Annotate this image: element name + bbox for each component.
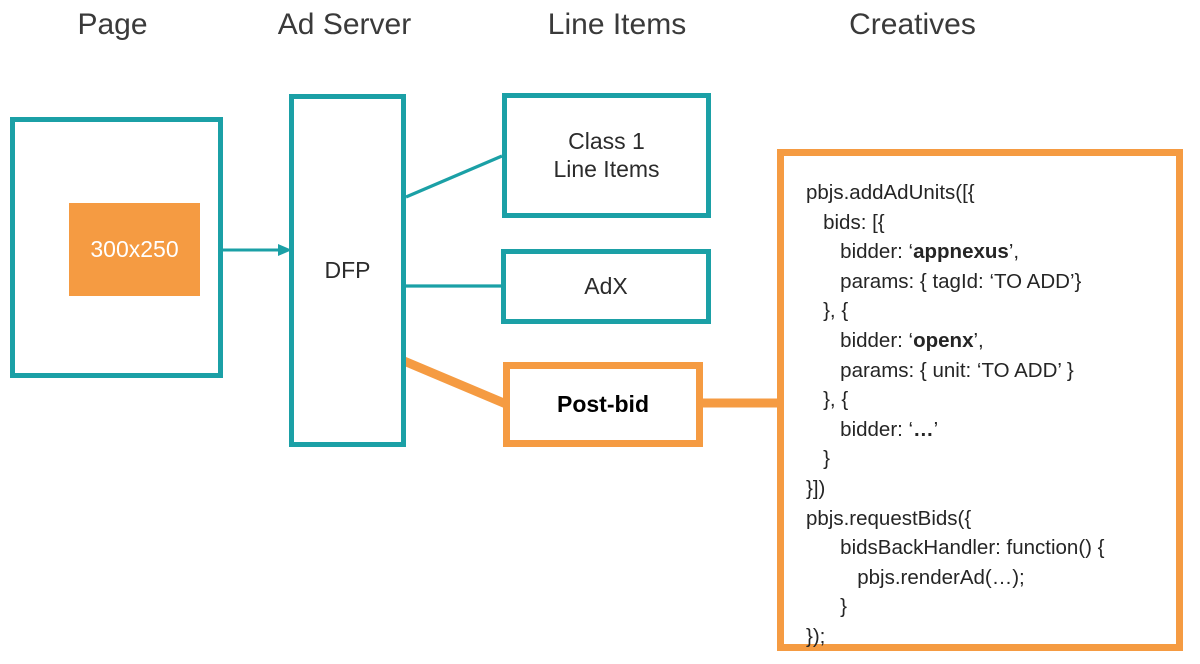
dfp-box[interactable]: DFP bbox=[289, 94, 406, 447]
dfp-label: DFP bbox=[324, 256, 371, 283]
ad-slot-300x250[interactable]: 300x250 bbox=[69, 203, 200, 296]
column-header-creatives: Creatives bbox=[849, 8, 976, 41]
code-line-6: bidder: ‘openx’, bbox=[806, 328, 984, 352]
adx-label: AdX bbox=[584, 272, 628, 299]
code-line-2: bids: [{ bbox=[806, 210, 885, 234]
code-line-11: }]) bbox=[806, 476, 826, 500]
code-line-7: params: { unit: ‘TO ADD’ } bbox=[806, 358, 1074, 382]
post-bid-label: Post-bid bbox=[557, 390, 649, 417]
creatives-code-panel[interactable]: pbjs.addAdUnits([{ bids: [{ bidder: ‘app… bbox=[777, 149, 1183, 651]
code-line-5: }, { bbox=[806, 299, 849, 323]
code-line-8: }, { bbox=[806, 388, 849, 412]
prebid-code-snippet: pbjs.addAdUnits([{ bids: [{ bidder: ‘app… bbox=[806, 178, 1168, 652]
code-line-1: pbjs.addAdUnits([{ bbox=[806, 181, 975, 204]
code-line-16: }); bbox=[806, 624, 826, 648]
connector-dfp-to-postbid bbox=[398, 355, 512, 410]
class1-line-items-box[interactable]: Class 1 Line Items bbox=[502, 93, 711, 218]
code-line-3: bidder: ‘appnexus’, bbox=[806, 240, 1020, 264]
code-line-12: pbjs.requestBids({ bbox=[806, 506, 972, 530]
code-line-15: } bbox=[806, 595, 848, 619]
code-line-14: pbjs.renderAd(…); bbox=[806, 565, 1025, 589]
column-header-line-items: Line Items bbox=[547, 8, 687, 41]
post-bid-box[interactable]: Post-bid bbox=[503, 362, 703, 447]
column-header-ad-server: Ad Server bbox=[277, 8, 412, 41]
class1-label-line1: Class 1 bbox=[568, 128, 645, 155]
code-line-9: bidder: ‘…’ bbox=[806, 417, 939, 441]
class1-label-line2: Line Items bbox=[553, 155, 660, 182]
code-line-10: } bbox=[806, 447, 830, 471]
column-header-page: Page bbox=[77, 8, 148, 41]
connector-dfp-to-class1 bbox=[405, 154, 503, 199]
adx-box[interactable]: AdX bbox=[501, 249, 711, 324]
code-line-13: bidsBackHandler: function() { bbox=[806, 536, 1105, 560]
code-line-4: params: { tagId: ‘TO ADD’} bbox=[806, 269, 1082, 293]
